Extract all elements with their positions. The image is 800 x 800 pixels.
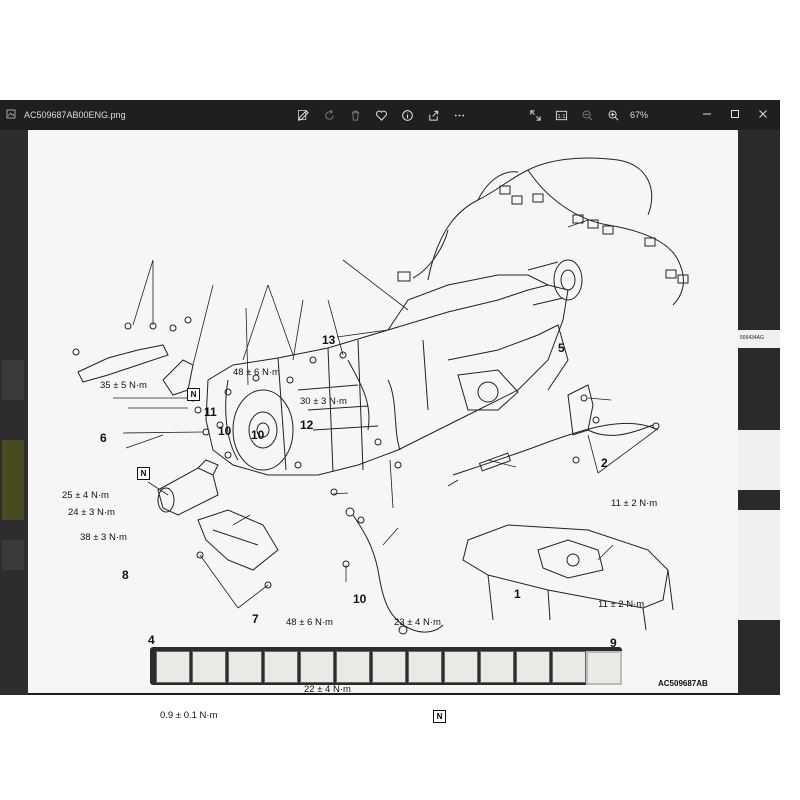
callout-number: 2: [601, 456, 608, 470]
diagram-code: AC509687AB: [658, 679, 708, 688]
thumbnail[interactable]: [480, 651, 514, 683]
callout-number: 1: [514, 587, 521, 601]
info-icon[interactable]: [398, 106, 416, 124]
thumbnail[interactable]: [156, 651, 190, 683]
thumbnail[interactable]: [372, 651, 406, 683]
torque-label: 23 ± 4 N·m: [394, 617, 441, 628]
n-mark: N: [433, 710, 446, 723]
torque-label: 11 ± 2 N·m: [598, 599, 645, 610]
torque-label: 38 ± 3 N·m: [80, 532, 127, 543]
delete-icon[interactable]: [346, 106, 364, 124]
fullscreen-icon[interactable]: [526, 106, 544, 124]
callout-number: 12: [300, 418, 314, 432]
heart-icon[interactable]: [372, 106, 390, 124]
callout-number: 10: [218, 424, 232, 438]
close-button[interactable]: [752, 104, 774, 124]
adjacent-image-peek: 509434AG: [738, 130, 780, 695]
thumbnail[interactable]: [300, 651, 334, 683]
window-title: AC509687AB00ENG.png: [24, 110, 126, 120]
torque-label: 48 ± 6 N·m: [286, 617, 333, 628]
maximize-button[interactable]: [724, 104, 746, 124]
thumbnail[interactable]: [264, 651, 298, 683]
svg-text:1:1: 1:1: [557, 113, 565, 119]
callout-number: 5: [558, 341, 565, 355]
callout-number: 11: [204, 405, 217, 419]
image-canvas[interactable]: 35 ± 5 N·m 48 ± 6 N·m 30 ± 3 N·m 25 ± 4 …: [28, 130, 738, 723]
thumbnail[interactable]: [228, 651, 262, 683]
rotate-icon[interactable]: [320, 106, 338, 124]
torque-label: 35 ± 5 N·m: [100, 380, 147, 391]
torque-label: 11 ± 2 N·m: [611, 498, 658, 509]
thumbnail[interactable]: [516, 651, 550, 683]
more-icon[interactable]: [450, 106, 468, 124]
n-mark: N: [137, 467, 150, 480]
torque-label: 24 ± 3 N·m: [68, 507, 115, 518]
callout-number: 8: [122, 568, 129, 582]
left-edge-panel: [0, 100, 28, 695]
actual-size-icon[interactable]: 1:1: [552, 106, 570, 124]
thumbnail-strip: [150, 647, 622, 685]
callout-number: 13: [322, 333, 336, 347]
callout-number: 9: [610, 636, 617, 650]
n-mark: N: [187, 388, 200, 401]
zoom-level: 67%: [630, 110, 649, 120]
torque-label: 30 ± 3 N·m: [300, 396, 347, 407]
zoom-in-icon[interactable]: [604, 106, 622, 124]
torque-label: 25 ± 4 N·m: [62, 490, 109, 501]
thumbnail[interactable]: [336, 651, 370, 683]
photo-viewer-window: AC509687AB00ENG.png 1:1 67% 509434AG: [0, 100, 780, 723]
callout-number: 10: [353, 592, 367, 606]
torque-label: 0.9 ± 0.1 N·m: [160, 710, 218, 721]
torque-label: 48 ± 6 N·m: [233, 367, 280, 378]
thumbnail[interactable]: [444, 651, 478, 683]
thumbnail[interactable]: [408, 651, 442, 683]
edit-icon[interactable]: [294, 106, 312, 124]
thumbnail-active[interactable]: [586, 651, 622, 685]
callout-number: 4: [148, 633, 155, 647]
torque-label: 22 ± 4 N·m: [304, 684, 351, 695]
callout-number: 7: [252, 612, 259, 626]
share-icon[interactable]: [424, 106, 442, 124]
thumbnail[interactable]: [552, 651, 586, 683]
thumbnail[interactable]: [192, 651, 226, 683]
callout-number: 6: [100, 431, 107, 445]
transmission-exploded-diagram: [72, 157, 689, 635]
peek-code: 509434AG: [740, 335, 764, 341]
callout-number: 10: [251, 428, 265, 442]
app-icon: [6, 109, 16, 119]
minimize-button[interactable]: [696, 104, 718, 124]
zoom-out-icon[interactable]: [578, 106, 596, 124]
title-bar: AC509687AB00ENG.png 1:1 67%: [0, 100, 780, 130]
